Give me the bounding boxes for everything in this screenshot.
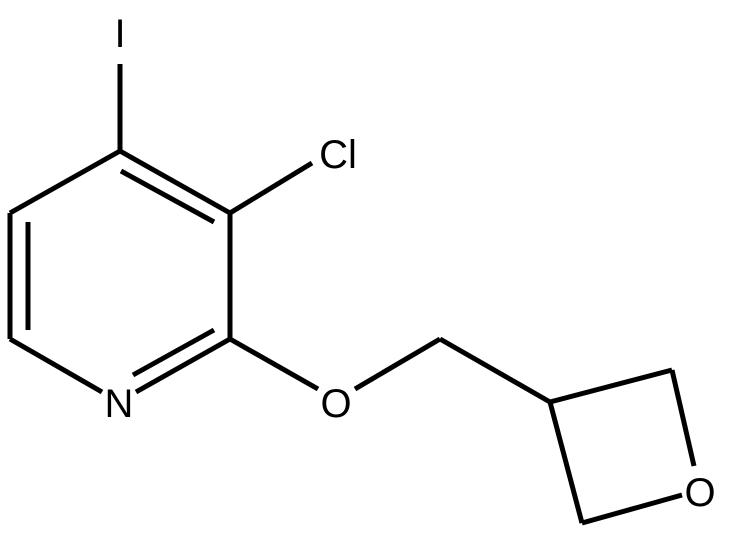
bond-c4-c3 (118, 148, 232, 216)
bond-c4-c3-inner (119, 168, 216, 225)
bond-c2-ether-oxygen (228, 336, 320, 392)
ring-nitrogen-label: N (105, 382, 134, 426)
bond-ch2-oxetane-c3 (438, 336, 552, 405)
bond-c3-chlorine (228, 160, 314, 216)
bond-oxetane-c3-c2 (549, 367, 673, 405)
bond-c2-n1 (134, 336, 232, 395)
chlorine-label: Cl (319, 133, 357, 177)
bond-ether-oxygen-ch2 (353, 336, 442, 392)
bond-oxetane-c2-o (669, 369, 697, 467)
iodine-label: I (114, 12, 125, 56)
oxetane-oxygen-label: O (684, 471, 715, 515)
bond-oxetane-c4-c3 (547, 401, 585, 524)
bond-c2-n1-inner (131, 327, 216, 378)
bond-n1-c6 (8, 336, 104, 395)
bond-oxetane-o-c4 (581, 492, 683, 526)
ether-oxygen-label: O (320, 382, 351, 426)
bond-c5-c4 (8, 148, 122, 216)
